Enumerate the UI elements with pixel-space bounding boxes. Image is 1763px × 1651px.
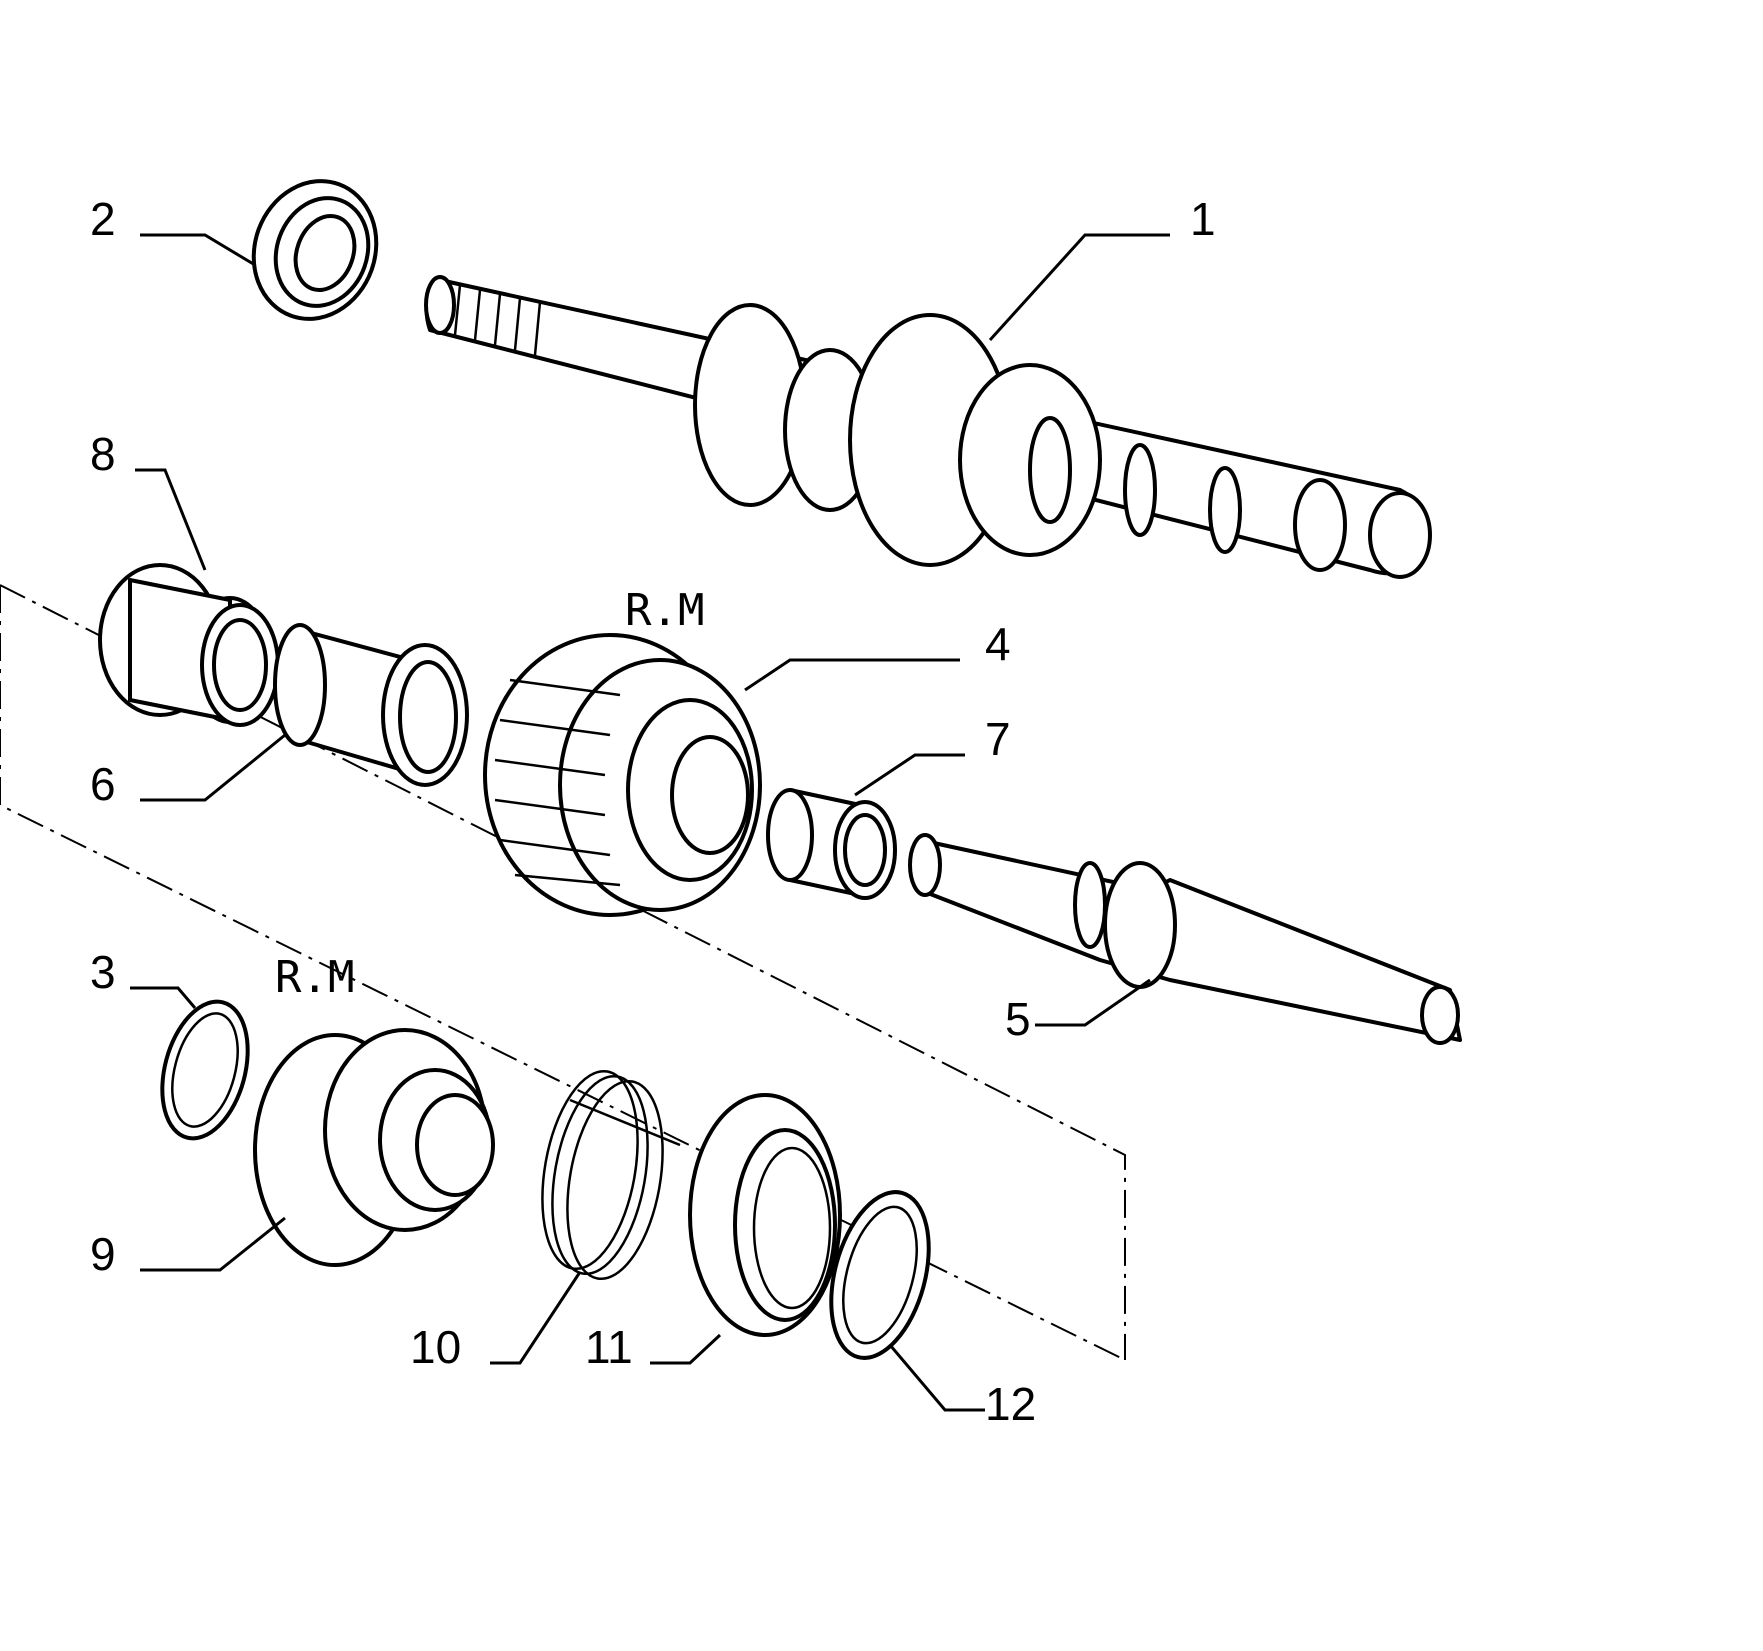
spring-part xyxy=(541,1069,681,1281)
leader-1 xyxy=(988,233,1170,342)
callout-6: 6 xyxy=(90,758,116,810)
leader-9 xyxy=(140,1216,286,1272)
large-gear-part xyxy=(483,633,762,917)
leader-6 xyxy=(140,733,286,802)
small-needle-cage-part xyxy=(766,788,897,900)
callout-10: 10 xyxy=(410,1321,461,1373)
callout-2: 2 xyxy=(90,193,116,245)
callout-5: 5 xyxy=(1005,993,1031,1045)
leader-5 xyxy=(1035,978,1151,1027)
rm-annotation-lower: R.M xyxy=(275,952,354,1003)
leader-10 xyxy=(490,1271,582,1365)
callout-11: 11 xyxy=(585,1321,633,1373)
rm-annotation-upper: R.M xyxy=(625,585,704,636)
needle-roller-cage-part xyxy=(98,563,280,727)
callout-3: 3 xyxy=(90,946,116,998)
callout-labels: 1 2 3 4 5 6 7 8 9 10 11 12 xyxy=(90,193,1216,1430)
callout-7: 7 xyxy=(985,713,1011,765)
synchronizer-ring-part xyxy=(688,1093,842,1337)
leader-12 xyxy=(888,1344,985,1412)
snap-ring-part xyxy=(160,999,250,1141)
leader-3 xyxy=(130,986,197,1009)
callout-4: 4 xyxy=(985,618,1011,670)
leader-lines xyxy=(130,233,1170,1412)
reverse-gear-part xyxy=(253,1028,495,1267)
leader-7 xyxy=(854,753,965,797)
output-shaft-part xyxy=(908,833,1462,1045)
main-shaft-part xyxy=(424,275,1432,579)
leader-11 xyxy=(650,1333,722,1365)
leader-8 xyxy=(135,468,207,571)
callout-1: 1 xyxy=(1190,193,1216,245)
rm-annotations: R.M R.M xyxy=(275,585,704,1003)
callout-9: 9 xyxy=(90,1228,116,1280)
leader-2 xyxy=(140,233,256,267)
circlip-part xyxy=(829,1190,931,1360)
callout-8: 8 xyxy=(90,428,116,480)
leader-4 xyxy=(744,658,960,692)
ball-bearing-part xyxy=(251,179,379,321)
callout-12: 12 xyxy=(985,1378,1036,1430)
spacer-sleeve-part xyxy=(273,623,469,787)
